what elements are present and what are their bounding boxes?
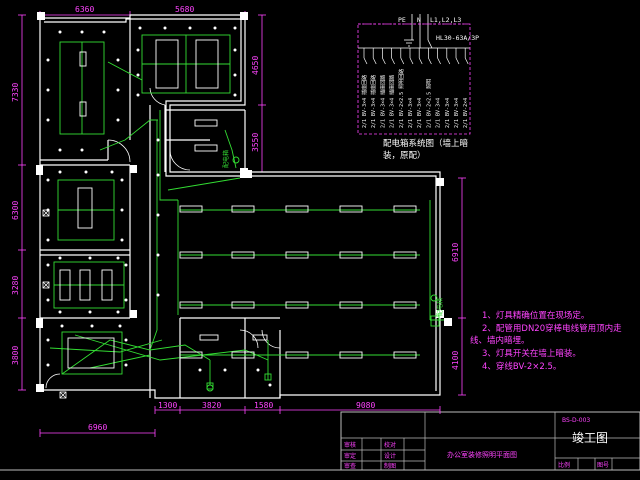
schematic-n-label: N — [417, 16, 421, 24]
distribution-box-main-label: 配电箱 — [222, 150, 230, 168]
circuit-label: 2/1 BV-3×4 插座回路 — [370, 75, 377, 128]
circuit-label: 2/1 BV-3×4 — [445, 98, 451, 128]
outlet-symbols[interactable] — [42, 209, 67, 399]
schematic-caption-line-1: 配电箱系统图（墙上暗 — [383, 138, 469, 149]
tb-row2-b: 设计 — [384, 452, 396, 460]
circuit-breaker-symbol — [400, 57, 405, 65]
design-notes: 1、灯具精确位置在现场定。 2、配管用DN20穿棒电线管用顶内走 线、墙内暗埋。… — [470, 310, 622, 372]
title-block — [341, 412, 640, 470]
tb-row1-b: 校对 — [384, 441, 396, 449]
tb-row3-b: 制图 — [384, 462, 396, 470]
schematic-caption-line-2: 装，原配） — [383, 150, 426, 161]
drawing-title: 办公室装修照明平面图 — [447, 450, 517, 459]
dim-left-4: 3800 — [11, 346, 20, 365]
circuit-label: 2/1 BV-3×4 插座回路 — [379, 75, 386, 128]
dim-bottom-total: 6960 — [88, 423, 107, 432]
circuit-label: 2/1 BV-3×4 插座回路 — [389, 75, 396, 128]
dim-bottom-3: 1580 — [254, 401, 273, 410]
circuit-label: 2/1 BV-3×4 — [454, 98, 460, 128]
distribution-box-secondary-label: 配电箱 — [436, 298, 444, 316]
circuit-label: 2/1 BV-2×2.5 照明回路 — [398, 69, 405, 128]
dim-left-1: 7330 — [11, 83, 20, 102]
tb-row2-a: 审定 — [344, 452, 356, 460]
panel-schematic: PE N L1,L2,L3 HL30-63A/3P — [357, 14, 479, 135]
tb-row1-a: 审核 — [344, 441, 356, 449]
circuit-breaker-symbol — [464, 57, 469, 65]
circuit-label: 2/1 BV-2×4 — [463, 98, 469, 128]
circuit-breaker-symbol — [437, 57, 441, 65]
dim-left-2: 6300 — [11, 201, 20, 220]
dim-bottom-1: 1300 — [158, 401, 177, 410]
tb-scale-label: 图号 — [597, 462, 609, 469]
note-2: 2、配管用DN20穿棒电线管用顶内走 — [482, 323, 622, 334]
schematic-breaker-label: HL30-63A/3P — [436, 34, 479, 42]
note-4: 3、灯具开关在墙上暗装。 — [482, 348, 581, 359]
dim-right-3: 6910 — [451, 243, 460, 262]
dim-bottom-4: 9080 — [356, 401, 375, 410]
schematic-circuits — [363, 48, 469, 65]
circuit-breaker-symbol — [455, 57, 460, 65]
note-3: 线、墙内暗埋。 — [470, 335, 530, 346]
floor-plan-walls — [39, 14, 441, 399]
as-built-stamp: 竣工图 — [572, 430, 608, 445]
schematic-phase-label: L1,L2,L3 — [430, 16, 461, 24]
dimension-lines — [18, 11, 466, 437]
tb-sheet-label: 比例 — [558, 461, 570, 469]
drawing-number: BS-D-003 — [562, 417, 590, 424]
dim-left-3: 3280 — [11, 276, 20, 295]
circuit-breaker-symbol — [372, 57, 377, 65]
distribution-box-secondary[interactable]: 配电箱 — [436, 298, 452, 326]
circuit-breaker-symbol — [418, 57, 423, 65]
ceiling-lights[interactable] — [59, 39, 417, 369]
circuit-label: 2/1 BV-3×4 — [417, 98, 423, 128]
circuit-breaker-symbol — [446, 57, 451, 65]
wiring-runs[interactable] — [49, 34, 452, 385]
circuit-breaker-symbol — [391, 57, 395, 65]
circuit-breaker-symbol — [382, 57, 386, 65]
schematic-pe-label: PE — [398, 16, 406, 24]
circuit-label: 2/1 BV-3×4 插座回路 — [361, 75, 368, 128]
circuit-breaker-symbol — [409, 57, 414, 65]
circuit-breaker-symbol — [428, 57, 432, 65]
downlights[interactable] — [46, 26, 272, 387]
circuit-label: 2/1 BV-3×4 — [408, 98, 414, 128]
structural-columns[interactable] — [36, 12, 444, 392]
circuit-breaker-symbol — [363, 57, 368, 65]
drawing-frame — [0, 411, 640, 471]
switch-symbols[interactable] — [206, 156, 440, 392]
tb-row3-a: 审查 — [344, 462, 356, 470]
circuit-label: 2/1 BV-3×4 — [436, 98, 442, 128]
dim-right-4: 4100 — [451, 351, 460, 370]
dim-right-2: 3550 — [251, 133, 260, 152]
dim-top-left: 6360 — [75, 5, 94, 14]
circuit-label: 2/1 BV-2×2.5 照明 — [426, 79, 432, 128]
note-5: 4、穿线BV-2×2.5。 — [482, 361, 561, 372]
dim-bottom-2: 3820 — [202, 401, 221, 410]
distribution-box-main[interactable]: 配电箱 — [222, 150, 252, 178]
note-1: 1、灯具精确位置在现场定。 — [482, 310, 589, 321]
dim-right-1: 4650 — [251, 56, 260, 75]
dim-top-right: 5680 — [175, 5, 194, 14]
